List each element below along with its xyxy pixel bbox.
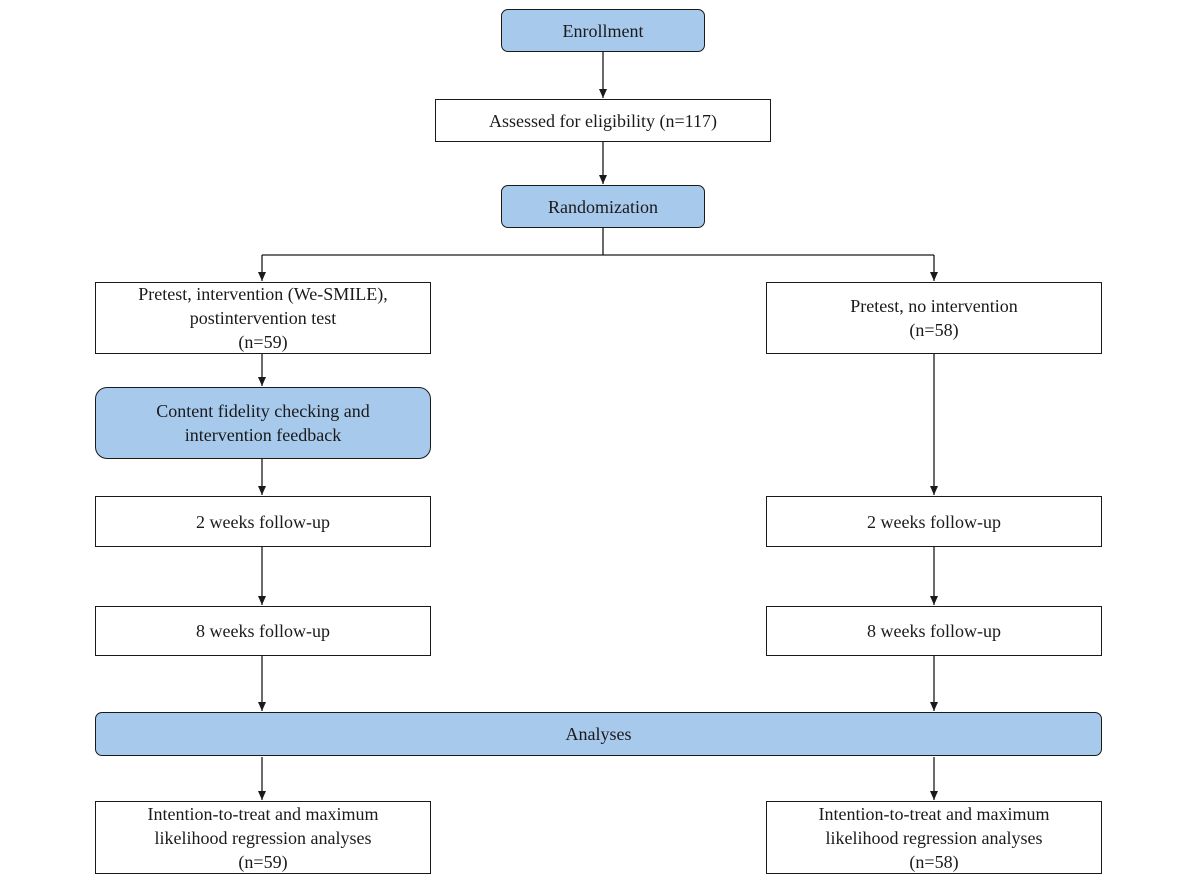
randomization-label: Randomization (548, 196, 658, 217)
control-followup-8w-box: 8 weeks follow-up (766, 606, 1102, 656)
fidelity-line-1: Content fidelity checking and (156, 401, 370, 421)
control-analysis-line-2: likelihood regression analyses (825, 827, 1043, 848)
intervention-analysis-line-2: likelihood regression analyses (154, 827, 372, 848)
fidelity-line-2: intervention feedback (184, 425, 342, 445)
control-analysis-line-1: Intention-to-treat and maximum (818, 803, 1050, 824)
analyses-box: Analyses (95, 712, 1102, 756)
randomization-box: Randomization (501, 185, 705, 228)
intervention-group-box: Pretest, intervention (We-SMILE), postin… (95, 282, 431, 354)
control-followup-8w-label: 8 weeks follow-up (867, 621, 1001, 641)
intervention-group-line-2: postintervention test (189, 308, 337, 328)
intervention-followup-8w-box: 8 weeks follow-up (95, 606, 431, 656)
fidelity-box: Content fidelity checking and interventi… (95, 387, 431, 459)
intervention-analysis-count: (n=59) (238, 851, 288, 872)
intervention-followup-2w-label: 2 weeks follow-up (196, 511, 330, 532)
intervention-analysis-box: Intention-to-treat and maximum likelihoo… (95, 801, 431, 874)
intervention-group-line-1: Pretest, intervention (We-SMILE), (138, 284, 388, 304)
control-group-line-1: Pretest, no intervention (850, 296, 1018, 316)
intervention-analysis-line-1: Intention-to-treat and maximum (147, 803, 379, 824)
control-followup-2w-box: 2 weeks follow-up (766, 496, 1102, 547)
intervention-followup-8w-label: 8 weeks follow-up (196, 621, 330, 641)
control-group-count: (n=58) (909, 320, 959, 340)
control-group-box: Pretest, no intervention (n=58) (766, 282, 1102, 354)
eligibility-label: Assessed for eligibility (n=117) (489, 110, 717, 131)
control-analysis-count: (n=58) (909, 851, 959, 872)
intervention-group-count: (n=59) (238, 332, 288, 352)
enrollment-box: Enrollment (501, 9, 705, 52)
control-followup-2w-label: 2 weeks follow-up (867, 511, 1001, 532)
intervention-followup-2w-box: 2 weeks follow-up (95, 496, 431, 547)
eligibility-box: Assessed for eligibility (n=117) (435, 99, 771, 142)
enrollment-label: Enrollment (562, 20, 644, 41)
analyses-label: Analyses (565, 724, 632, 744)
control-analysis-box: Intention-to-treat and maximum likelihoo… (766, 801, 1102, 874)
